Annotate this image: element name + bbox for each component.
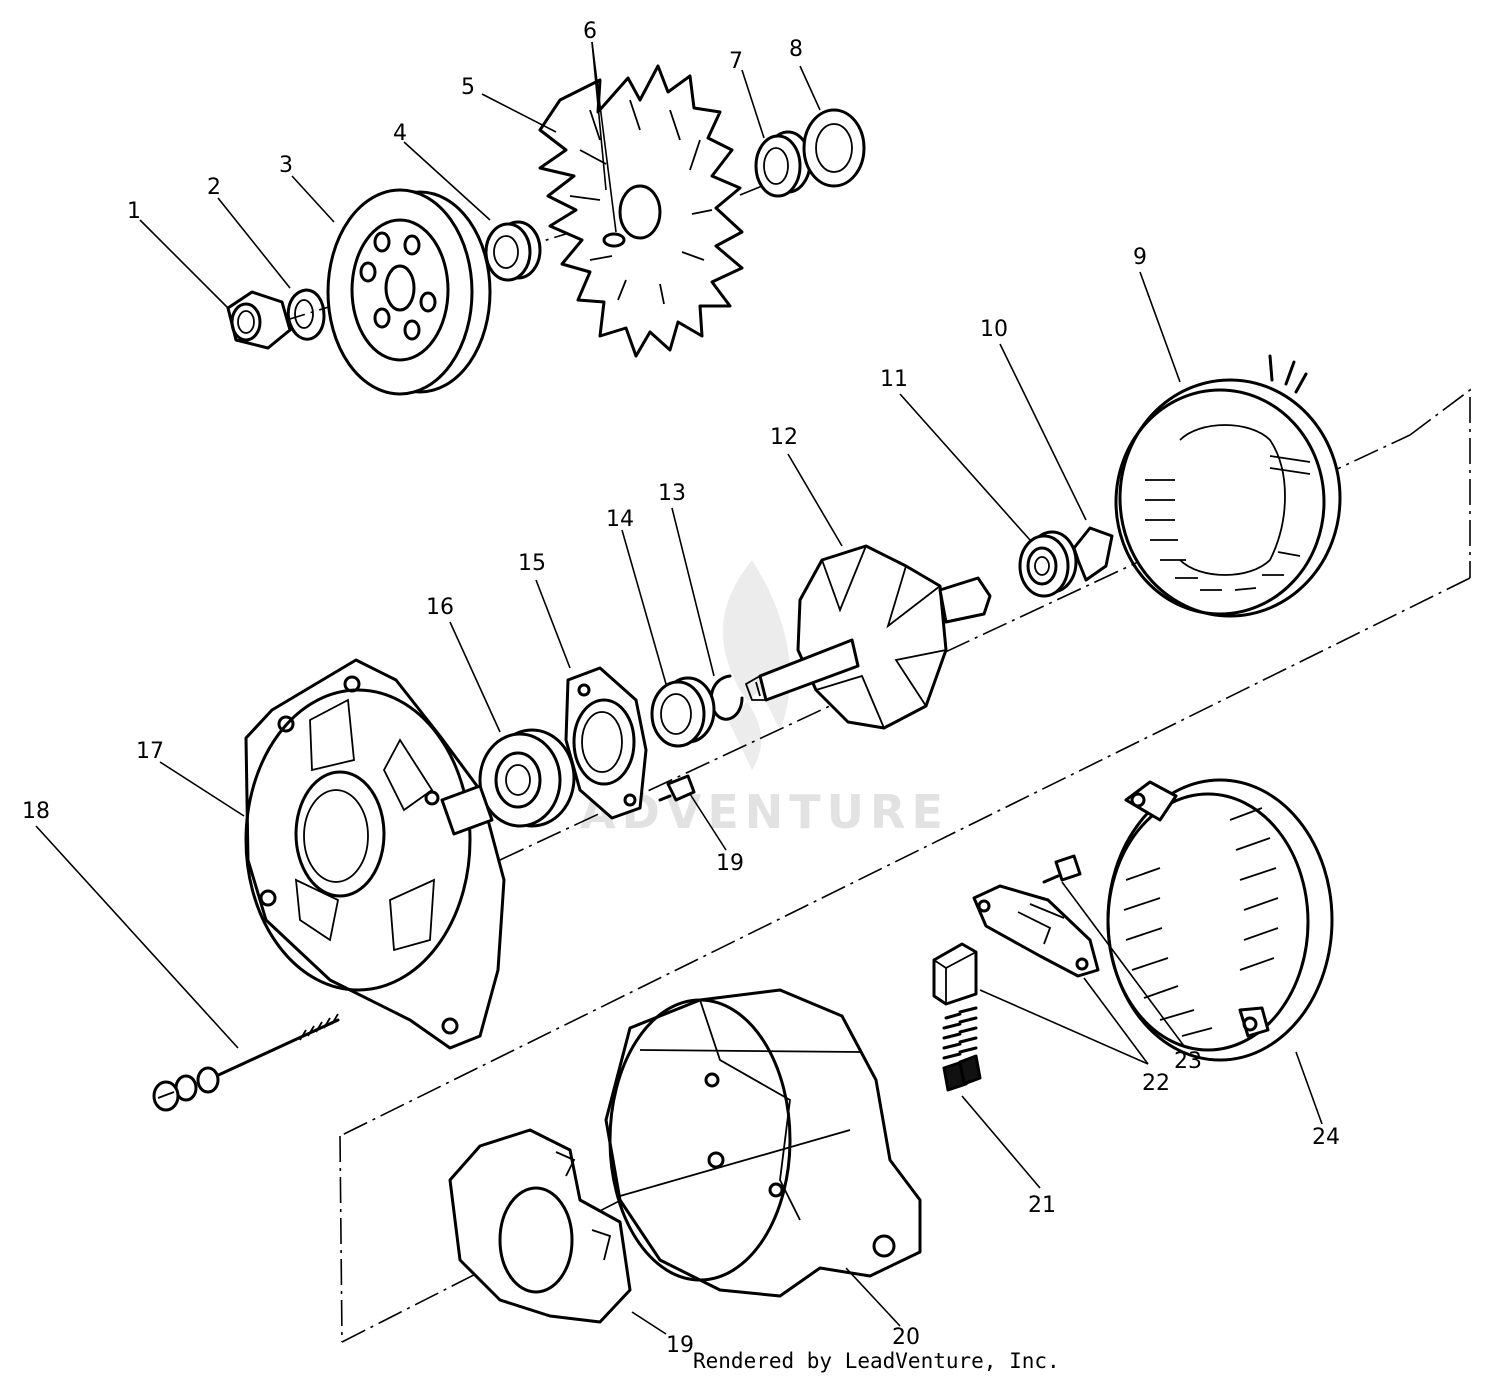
callout-20: 20 (892, 1325, 920, 1350)
callout-2: 2 (207, 175, 221, 200)
callout-19-lower: 19 (666, 1333, 694, 1358)
part-10-clip (1072, 526, 1114, 582)
callout-24: 24 (1312, 1125, 1340, 1150)
leader-lines (35, 41, 1323, 1335)
part-8-washer (802, 108, 866, 188)
part-20-slip-ring-housing (604, 988, 922, 1298)
part-3-pulley (326, 188, 492, 396)
part-13-snap-ring (709, 674, 744, 721)
part-2-lock-washer (286, 288, 326, 341)
part-12-rotor (744, 544, 992, 730)
footer-credit: Rendered by LeadVenture, Inc. (693, 1349, 1060, 1373)
part-11-bearing (1018, 530, 1078, 598)
callout-labels: 1 2 3 4 5 6 7 8 9 10 11 12 13 14 15 16 1… (22, 19, 1340, 1358)
part-22-brush-holder (932, 884, 1100, 1006)
part-19-baffle-lower (448, 1128, 632, 1324)
callout-21: 21 (1028, 1193, 1056, 1218)
part-4-spacer (484, 220, 542, 282)
callout-6: 6 (583, 19, 597, 44)
part-5-fan (538, 64, 744, 358)
callout-3: 3 (279, 153, 293, 178)
part-9-stator (1114, 354, 1342, 618)
part-18-through-bolt (152, 1013, 340, 1112)
callout-14: 14 (606, 507, 634, 532)
part-1-hex-nut (226, 290, 292, 350)
part-14-seal (650, 676, 716, 748)
callout-19-upper: 19 (716, 851, 744, 876)
callout-15: 15 (518, 551, 546, 576)
part-15-retainer-plate (564, 666, 648, 820)
callout-17: 17 (136, 739, 164, 764)
callout-4: 4 (393, 121, 407, 146)
callout-13: 13 (658, 481, 686, 506)
part-17-drive-end-housing (244, 658, 506, 1050)
part-7-spacer-collar (754, 130, 812, 198)
callout-23: 23 (1174, 1049, 1202, 1074)
callout-18: 18 (22, 799, 50, 824)
callout-22: 22 (1142, 1071, 1170, 1096)
callout-16: 16 (426, 595, 454, 620)
callout-5: 5 (461, 75, 475, 100)
part-23-screw (1042, 854, 1082, 884)
callout-1: 1 (127, 199, 141, 224)
watermark: ADVENTURE (580, 560, 943, 839)
callout-9: 9 (1133, 245, 1147, 270)
part-24-rear-cover (1106, 778, 1334, 1062)
part-19-screw-upper (658, 774, 696, 802)
callout-11: 11 (880, 367, 908, 392)
callout-8: 8 (789, 37, 803, 62)
part-16-bearing (478, 728, 576, 828)
part-21-brush-springs (942, 1006, 982, 1092)
callout-12: 12 (770, 425, 798, 450)
callout-10: 10 (980, 317, 1008, 342)
callout-7: 7 (729, 49, 743, 74)
